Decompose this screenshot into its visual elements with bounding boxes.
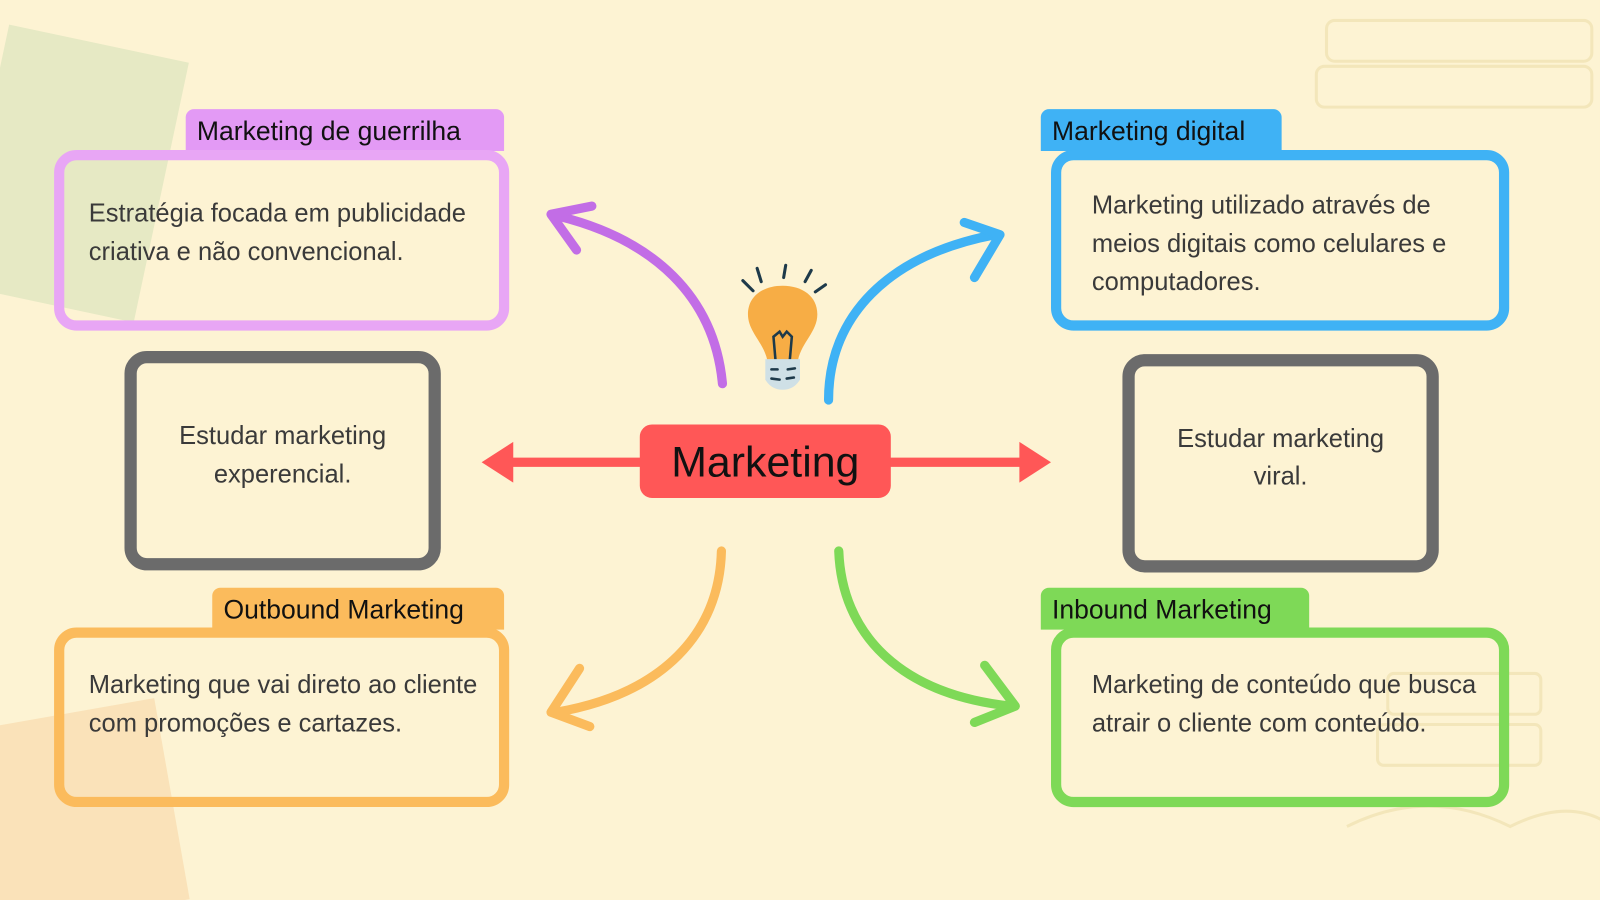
outbound-connector xyxy=(551,546,727,717)
guerrilla-label: Marketing de guerrilha xyxy=(185,109,505,152)
inbound-text: Marketing de conteúdo que busca atrair o… xyxy=(1091,670,1477,738)
inbound-connector xyxy=(834,546,1015,711)
note-right-box[interactable]: Estudar marketing viral. xyxy=(1122,354,1439,573)
guerrilla-box[interactable]: Estratégia focada em publicidade criativ… xyxy=(54,149,510,331)
guerrilla-connector xyxy=(554,211,728,389)
guerrilla-text: Estratégia focada em publicidade criativ… xyxy=(88,198,467,266)
inbound-box[interactable]: Marketing de conteúdo que busca atrair o… xyxy=(1051,627,1510,808)
inbound-label: Inbound Marketing xyxy=(1040,587,1310,630)
digital-text: Marketing utilizado através de meios dig… xyxy=(1091,190,1447,296)
digital-label: Marketing digital xyxy=(1040,109,1282,152)
lightbulb-icon xyxy=(741,263,828,390)
outbound-text: Marketing que vai direto ao cliente com … xyxy=(88,670,478,738)
outbound-box[interactable]: Marketing que vai direto ao cliente com … xyxy=(54,627,510,808)
note-left-text: Estudar marketing experencial. xyxy=(179,421,387,489)
note-right-text: Estudar marketing viral. xyxy=(1177,423,1385,491)
arrowhead-right-icon xyxy=(1019,441,1052,483)
digital-box[interactable]: Marketing utilizado através de meios dig… xyxy=(1051,149,1510,331)
books-decoration xyxy=(1314,18,1600,829)
outbound-label: Outbound Marketing xyxy=(212,587,505,630)
digital-connector xyxy=(823,230,1000,405)
note-left-box[interactable]: Estudar marketing experencial. xyxy=(124,351,441,571)
notebook-decoration xyxy=(0,24,190,900)
central-topic[interactable]: Marketing xyxy=(639,424,891,498)
arrowhead-left-icon xyxy=(481,441,514,483)
